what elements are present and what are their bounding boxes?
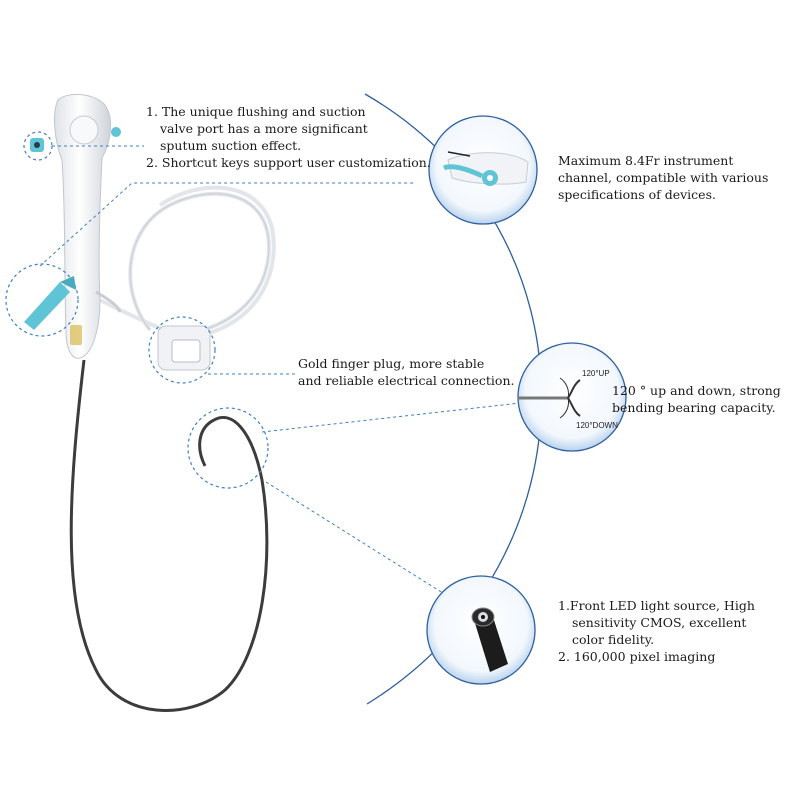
leader-lines (39, 145, 521, 596)
callout-valve-line-1: 1. The unique flushing and suction (146, 104, 366, 119)
callout-plug-line-2: and reliable electrical connection. (298, 373, 515, 388)
callout-bending: 120 ° up and down, strong bending bearin… (612, 382, 781, 416)
label-120-down: 120°DOWN (576, 421, 618, 430)
callout-valve-line-2: valve port has a more significant (160, 121, 368, 136)
valve-port-icon (23, 131, 53, 161)
detail-circle-channel (428, 115, 538, 225)
callout-led-line-3: color fidelity. (572, 632, 655, 647)
callout-valve: 1. The unique flushing and suction valve… (146, 103, 431, 171)
scope-handle (54, 94, 122, 359)
callout-led-line-2: sensitivity CMOS, excellent (572, 615, 747, 630)
callout-channel-line-2: channel, compatible with various (558, 170, 769, 185)
callout-channel-line-3: specifications of devices. (558, 187, 716, 202)
callout-led-line-1: 1.Front LED light source, High (558, 598, 755, 613)
insertion-tube (69, 359, 269, 712)
callout-valve-line-4: 2. Shortcut keys support user customizat… (146, 155, 431, 170)
callout-led: 1.Front LED light source, High sensitivi… (558, 597, 755, 665)
callout-valve-line-3: sputum suction effect. (160, 138, 302, 153)
label-120-up: 120°UP (582, 369, 610, 378)
white-cable (99, 185, 276, 340)
detail-circle-led (426, 575, 536, 685)
callout-plug: Gold finger plug, more stable and reliab… (298, 355, 514, 389)
callout-plug-line-1: Gold finger plug, more stable (298, 356, 485, 371)
callout-channel-line-1: Maximum 8.4Fr instrument (558, 153, 734, 168)
detail-circle-bending: 120°UP 120°DOWN (517, 342, 627, 452)
callout-bending-line-1: 120 ° up and down, strong (612, 383, 781, 398)
callout-bending-line-2: bending bearing capacity. (612, 400, 776, 415)
callout-led-line-4: 2. 160,000 pixel imaging (558, 649, 716, 664)
bending-section-marker (187, 407, 269, 489)
gold-finger-plug (148, 316, 216, 384)
callout-channel: Maximum 8.4Fr instrument channel, compat… (558, 152, 768, 203)
